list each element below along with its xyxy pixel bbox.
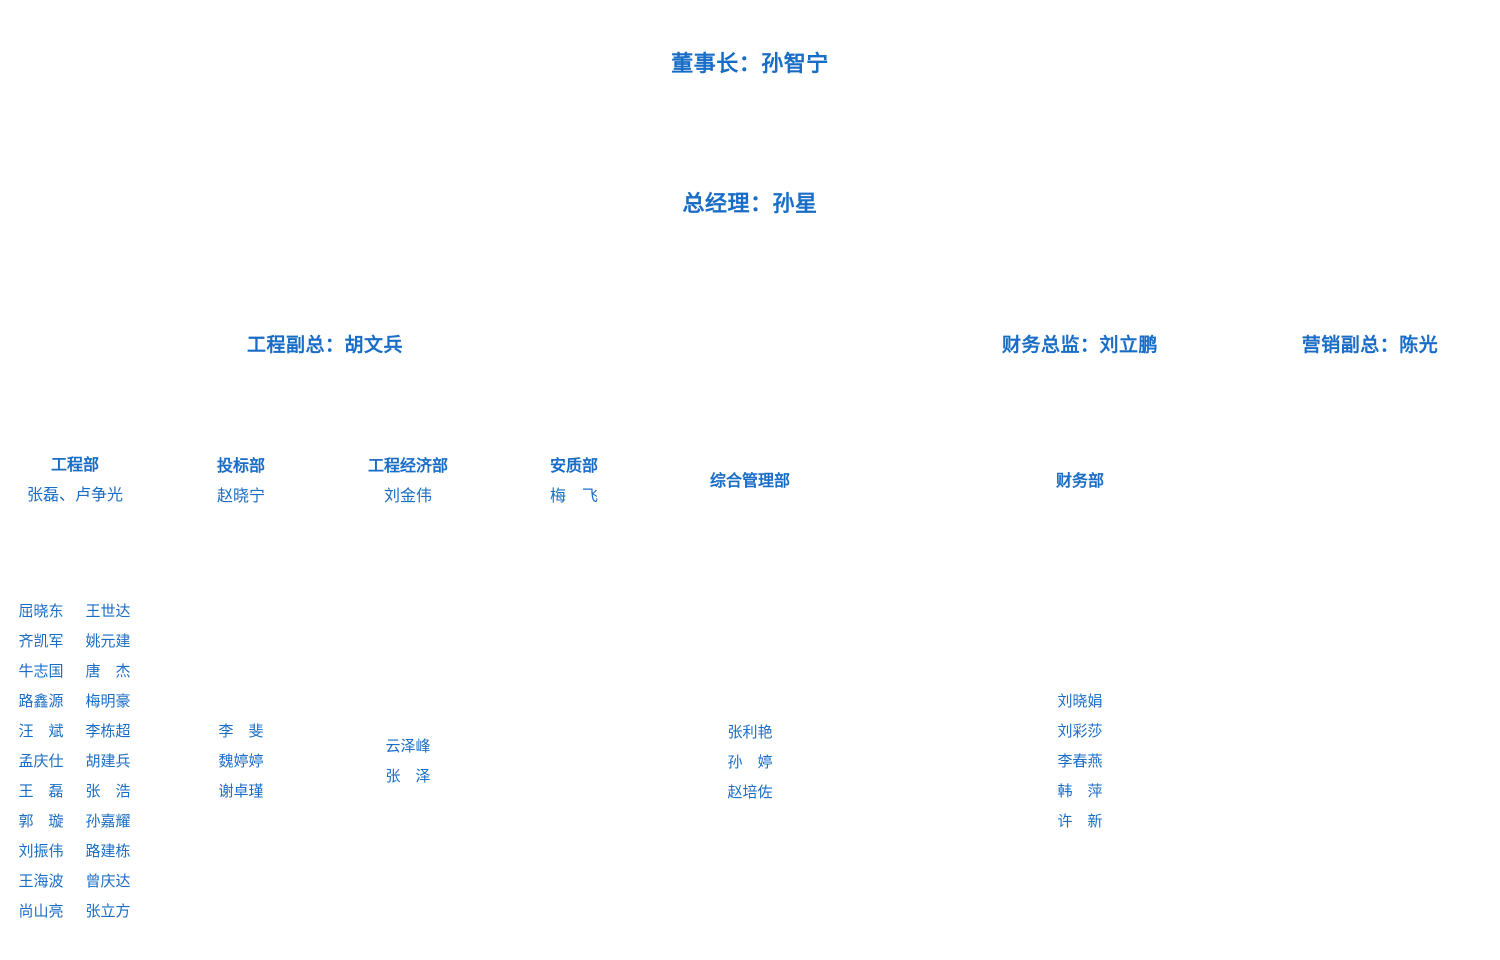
staff-member: 胡建兵: [85, 752, 131, 770]
staff-member: 许 新: [1057, 812, 1103, 830]
vp-engineering-label: 工程副总：胡文兵: [246, 334, 403, 356]
staff-member: 唐 杰: [85, 662, 131, 680]
economics-staff-list: 云泽峰 张 泽: [358, 731, 458, 791]
vp-finance-label: 财务总监：刘立鹏: [1001, 334, 1158, 356]
staff-member: 张立方: [85, 902, 131, 920]
staff-member: 孙嘉耀: [85, 812, 131, 830]
vp-marketing-label: 营销副总：陈光: [1301, 334, 1439, 356]
staff-member: 张 浩: [85, 782, 131, 800]
bidding-staff-list: 李 斐 魏婷婷 谢卓瑾: [191, 716, 291, 806]
dept-engineering-name: 工程部: [50, 455, 99, 474]
admin-staff-list: 张利艳 孙 婷 赵培佐: [700, 717, 800, 807]
dept-safety-head: 梅 飞: [549, 486, 598, 505]
staff-member: 张 泽: [385, 767, 431, 785]
dept-bidding-name: 投标部: [216, 456, 265, 475]
staff-member: 韩 萍: [1057, 782, 1103, 800]
staff-member: 孟庆仕: [18, 752, 64, 770]
staff-member: 李春燕: [1057, 752, 1103, 770]
staff-member: 刘彩莎: [1057, 722, 1103, 740]
staff-member: 李栋超: [85, 722, 131, 740]
staff-member: 张利艳: [727, 723, 773, 741]
chairman-box: 董事长：孙智宁: [600, 46, 900, 78]
staff-member: 郭 璇: [18, 812, 64, 830]
vp-engineering-box: 工程副总：胡文兵: [200, 330, 450, 357]
staff-member: 曾庆达: [85, 872, 131, 890]
staff-member: 尚山亮: [18, 902, 64, 920]
staff-member: 王 磊: [18, 782, 64, 800]
general-manager-label: 总经理：孙星: [682, 192, 818, 217]
dept-bidding-head: 赵晓宁: [216, 486, 265, 505]
staff-member: 牛志国: [18, 662, 64, 680]
dept-safety-name: 安质部: [549, 456, 598, 475]
staff-member: 谢卓瑾: [218, 782, 264, 800]
dept-finance-name: 财务部: [1055, 471, 1104, 490]
dept-economics-head: 刘金伟: [383, 486, 432, 505]
staff-member: 魏婷婷: [218, 752, 264, 770]
staff-member: 路建栋: [85, 842, 131, 860]
dept-engineering: 工程部 张磊、卢争光: [0, 450, 150, 510]
staff-member: 孙 婷: [727, 753, 773, 771]
dept-admin: 综合管理部: [675, 466, 825, 496]
staff-member: 刘振伟: [18, 842, 64, 860]
staff-member: 王海波: [18, 872, 64, 890]
staff-member: 云泽峰: [385, 737, 431, 755]
dept-economics-name: 工程经济部: [367, 456, 448, 475]
general-manager-box: 总经理：孙星: [600, 186, 900, 218]
dept-bidding: 投标部 赵晓宁: [176, 451, 306, 511]
dept-admin-name: 综合管理部: [709, 471, 790, 490]
staff-member: 梅明豪: [85, 692, 131, 710]
vp-finance-box: 财务总监：刘立鹏: [960, 330, 1200, 357]
staff-member: 赵培佐: [727, 783, 773, 801]
staff-member: 齐凯军: [18, 632, 64, 650]
staff-member: 刘晓娟: [1057, 692, 1103, 710]
chairman-label: 董事长：孙智宁: [671, 52, 829, 77]
engineering-staff-list: 屈晓东 王世达 齐凯军 姚元建 牛志国 唐 杰 路鑫源 梅明豪 汪 斌 李栋超 …: [16, 596, 133, 926]
staff-member: 王世达: [85, 602, 131, 620]
staff-member: 屈晓东: [18, 602, 64, 620]
staff-member: 李 斐: [218, 722, 264, 740]
finance-staff-list: 刘晓娟 刘彩莎 李春燕 韩 萍 许 新: [1030, 686, 1130, 836]
staff-member: 路鑫源: [18, 692, 64, 710]
staff-member: 姚元建: [85, 632, 131, 650]
dept-finance: 财务部: [1020, 466, 1140, 496]
vp-marketing-box: 营销副总：陈光: [1260, 330, 1480, 357]
dept-engineering-head: 张磊、卢争光: [26, 485, 123, 504]
dept-economics: 工程经济部 刘金伟: [333, 451, 483, 511]
staff-member: 汪 斌: [18, 722, 64, 740]
dept-safety: 安质部 梅 飞: [514, 451, 634, 511]
